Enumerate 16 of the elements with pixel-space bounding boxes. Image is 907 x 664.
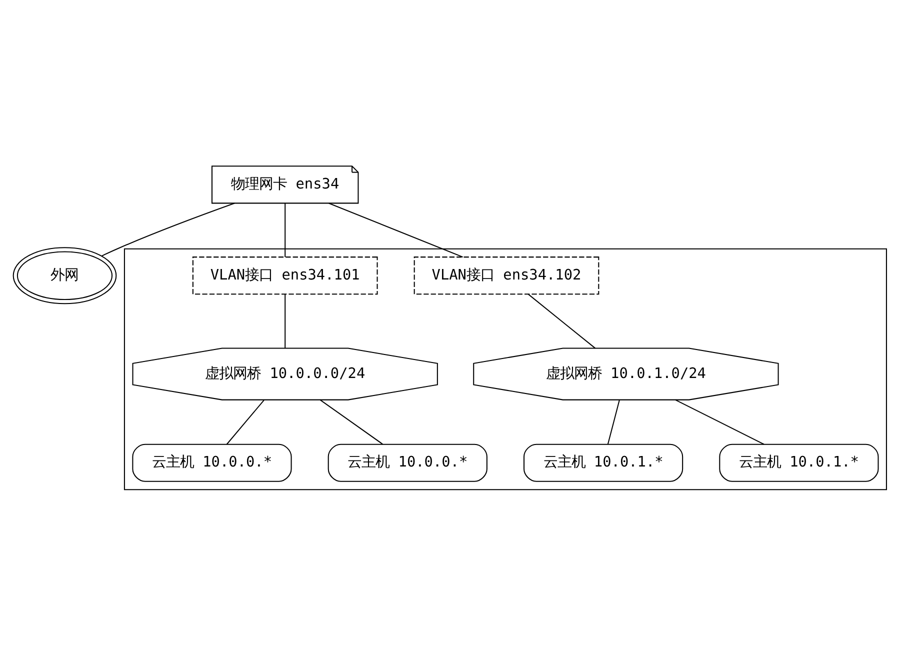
node-box: VLAN接口 ens34.101 — [192, 256, 378, 295]
connector — [284, 294, 286, 348]
node-ellipse: 外网 — [12, 247, 116, 304]
node-box: 云主机 10.0.1.* — [718, 444, 878, 482]
connector — [284, 203, 286, 258]
connector — [674, 399, 764, 445]
cluster — [123, 248, 886, 490]
node-box: 云主机 10.0.0.* — [327, 444, 487, 482]
connector — [226, 400, 264, 445]
node-box: 云主机 10.0.1.* — [522, 444, 683, 482]
node-box: VLAN接口 ens34.102 — [413, 256, 599, 295]
connector — [319, 400, 382, 445]
node-box: 云主机 10.0.0.* — [132, 444, 292, 482]
connector — [528, 294, 595, 349]
connector — [606, 400, 620, 444]
connector — [101, 202, 234, 256]
